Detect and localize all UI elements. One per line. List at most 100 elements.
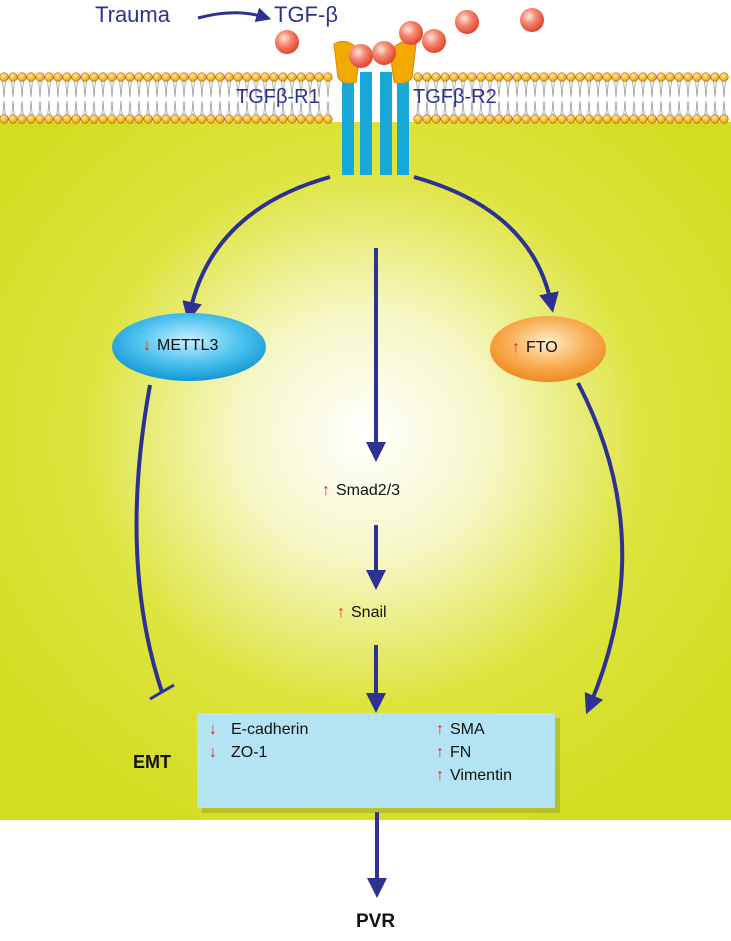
lipid-head [215,114,225,124]
lipid-tail [227,79,231,119]
lipid-head [611,114,621,124]
lipid-head [413,72,423,82]
lipid-head [242,72,252,82]
lipid-head [629,72,639,82]
lipid-head [665,114,675,124]
lipid-head [710,72,720,82]
lipid-tail [569,79,573,119]
lipid-tail [92,79,96,119]
lipid-head [665,72,675,82]
lipid-head [611,72,621,82]
lipid-head [305,114,315,124]
tgf-beta-label: TGF-β [274,2,338,27]
lipid-head [170,72,180,82]
lipid-head [179,72,189,82]
lipid-tail [11,79,15,119]
lipid-head [35,72,45,82]
lipid-head [539,114,549,124]
lipid-head [638,72,648,82]
lipid-head [584,114,594,124]
snail-label: ↑ Snail [337,604,387,622]
lipid-tail [614,79,618,119]
lipid-head [593,72,603,82]
lipid-tail [164,79,168,119]
lipid-head [161,72,171,82]
lipid-head [278,114,288,124]
lipid-tail [200,79,204,119]
lipid-head [116,72,126,82]
lipid-head [71,114,81,124]
receptor-tgfb-r2 [380,40,417,175]
lipid-head [692,72,702,82]
lipid-head [647,72,657,82]
lipid-head [431,114,441,124]
lipid-head [134,114,144,124]
lipid-tail [686,79,690,119]
lipid-head [584,72,594,82]
lipid-tail [479,79,483,119]
lipid-tail [506,79,510,119]
lipid-head [107,114,117,124]
lipid-head [260,72,270,82]
lipid-head [80,114,90,124]
lipid-tail [146,79,150,119]
lipid-head [467,114,477,124]
lipid-head [683,114,693,124]
lipid-head [53,72,63,82]
lipid-head [323,114,333,124]
snail-text: Snail [351,604,387,621]
lipid-head [98,72,108,82]
lipid-head [602,72,612,82]
lipid-head [620,114,630,124]
down-arrow-icon: ↓ [209,744,217,761]
lipid-tail [56,79,60,119]
tgf-beta-ligands [275,8,544,68]
lipid-head [566,114,576,124]
lipid-tail [497,79,501,119]
fto-node [490,316,606,382]
emt-label: EMT [133,752,171,772]
lipid-head [242,114,252,124]
lipid-head [431,72,441,82]
lipid-head [647,114,657,124]
inhibition-bar [149,683,175,701]
lipid-head [152,72,162,82]
lipid-head [107,72,117,82]
lipid-tail [272,79,276,119]
lipid-tail [191,79,195,119]
receptor2-label: TGFβ-R2 [413,86,497,108]
lipid-head [719,114,729,124]
lipid-head [449,114,459,124]
lipid-tail [578,79,582,119]
lipid-head [188,72,198,82]
lipid-tail [632,79,636,119]
lipid-tail [137,79,141,119]
lipid-head [269,72,279,82]
lipid-head [422,114,432,124]
lipid-head [170,114,180,124]
lipid-tail [452,79,456,119]
lipid-head [0,72,9,82]
trauma-label: Trauma [95,2,170,27]
lipid-head [638,114,648,124]
inhibition-mettl3-to-emt [134,384,164,693]
lipid-tail [488,79,492,119]
lipid-head [458,72,468,82]
lipid-tail [461,79,465,119]
lipid-head [602,114,612,124]
lipid-tail [434,79,438,119]
lipid-head [314,114,324,124]
lipid-head [269,114,279,124]
lipid-tail [254,79,258,119]
lipid-tail [533,79,537,119]
lipid-head [575,72,585,82]
lipid-head [17,72,27,82]
lipid-tail [308,79,312,119]
e-cadherin-text: E-cadherin [231,721,309,738]
lipid-head [35,114,45,124]
lipid-head [548,72,558,82]
emt-down-list: ↓ E-cadherin ↓ ZO-1 [209,721,308,762]
lipid-head [719,72,729,82]
lipid-tail [236,79,240,119]
up-arrow-icon: ↑ [322,482,330,499]
